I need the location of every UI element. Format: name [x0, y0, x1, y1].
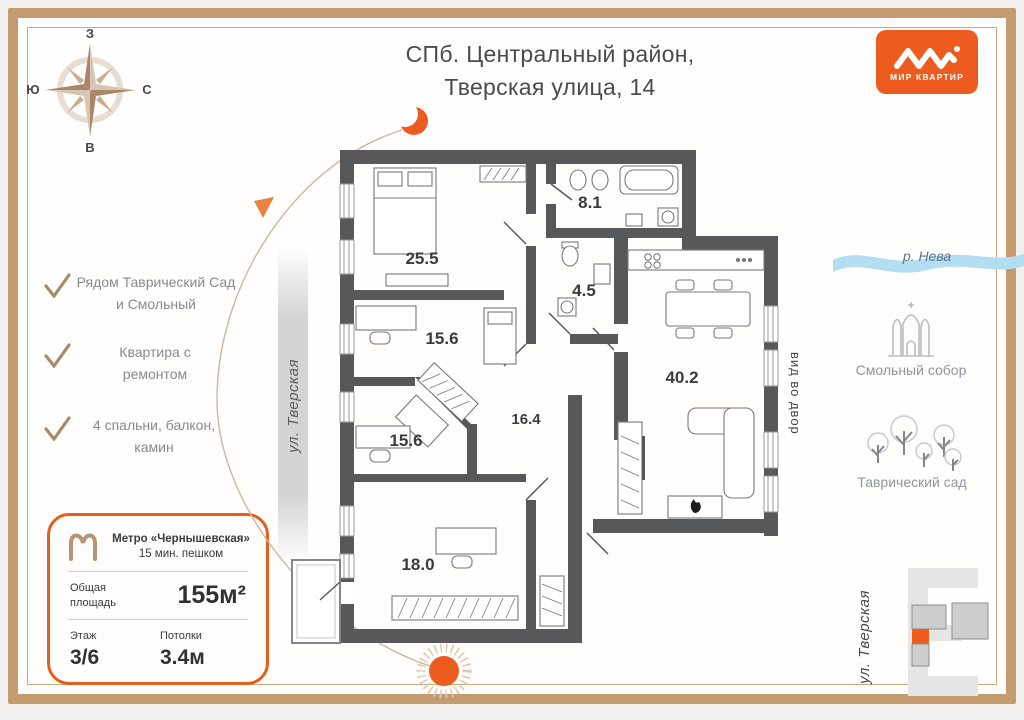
furniture — [355, 165, 765, 627]
feature-text: Квартира с ремонтом — [119, 344, 191, 382]
metro-walk-time: 15 мин. пешком — [138, 547, 224, 560]
compass-north-label: С — [142, 82, 152, 97]
street-label-bottom-right: ул. Тверская — [856, 590, 873, 684]
metro-row: Метро «Чернышевская» 15 мин. пешком — [50, 516, 266, 562]
page-title: СПб. Центральный район, Тверская улица, … — [320, 38, 780, 103]
courtyard-view-label: вид во двор — [788, 352, 803, 435]
room-area-bedroom-4: 18.0 — [401, 555, 434, 574]
floor-ceiling-row: Этаж 3/6 Потолки 3.4м — [50, 629, 266, 670]
floor-plan: 25.5 8.1 4.5 15.6 16.4 15.6 40.2 18.0 — [291, 150, 779, 644]
compass-east-label: В — [85, 140, 94, 155]
cathedral-label: Смольный собор — [855, 362, 967, 378]
metro-icon — [69, 533, 97, 561]
title-line-2: Тверская улица, 14 — [444, 73, 656, 100]
floor-value: 3/6 — [70, 646, 100, 670]
feature-item: Квартира с ремонтом — [42, 342, 214, 385]
room-area-bathroom-1: 8.1 — [578, 193, 602, 212]
trees-icon — [867, 415, 962, 471]
checkmark-icon — [44, 343, 71, 369]
compass-rose: З С Ю В — [26, 26, 152, 155]
building-footprint-icon — [908, 568, 989, 696]
feature-text: Рядом Таврический Сад и Смольный — [76, 274, 236, 312]
compass-south-label: Ю — [26, 82, 39, 97]
feature-item: 4 спальни, балкон, камин — [42, 415, 224, 458]
room-area-bedroom-2: 15.6 — [425, 329, 458, 348]
river-label: р. Нева — [902, 248, 952, 264]
title-line-1: СПб. Центральный район, — [405, 41, 695, 67]
cathedral-icon — [888, 302, 934, 357]
card-divider — [68, 619, 248, 620]
floor-block: Этаж 3/6 — [70, 629, 99, 670]
apartment-location-marker — [912, 629, 929, 644]
river-wave-icon — [833, 253, 1024, 273]
stats-card: Метро «Чернышевская» 15 мин. пешком Обща… — [47, 513, 269, 685]
ceiling-label: Потолки — [160, 630, 202, 642]
feature-item: Рядом Таврический Сад и Смольный — [42, 272, 240, 315]
feature-text: 4 спальни, балкон, камин — [92, 417, 216, 455]
area-label: Общая площадь — [70, 582, 116, 609]
room-area-bedroom-3: 15.6 — [389, 431, 422, 450]
ceiling-value: 3.4м — [160, 646, 205, 670]
metro-name: Метро «Чернышевская» — [112, 532, 250, 545]
mk-zigzag-icon — [894, 45, 960, 69]
garden-label: Таврический сад — [857, 474, 967, 490]
checkmark-icon — [44, 273, 71, 299]
ceiling-block: Потолки 3.4м — [160, 629, 246, 670]
compass-west-label: З — [86, 26, 94, 41]
total-area-row: Общая площадь 155м² — [50, 581, 266, 610]
card-divider — [68, 571, 248, 572]
room-area-kitchen-living: 40.2 — [665, 368, 698, 387]
checkmark-icon — [44, 416, 71, 442]
floor-label: Этаж — [70, 630, 97, 642]
mir-kvartir-logo: МИР КВАРТИР — [876, 30, 978, 94]
logo-text: МИР КВАРТИР — [890, 71, 964, 82]
window-icon — [339, 183, 779, 579]
room-area-bathroom-2: 4.5 — [572, 281, 596, 300]
room-area-hallway: 16.4 — [511, 411, 541, 428]
room-area-bedroom-1: 25.5 — [405, 249, 438, 268]
balcony — [291, 559, 354, 644]
door-swing — [503, 183, 615, 555]
area-value: 155м² — [177, 581, 246, 609]
